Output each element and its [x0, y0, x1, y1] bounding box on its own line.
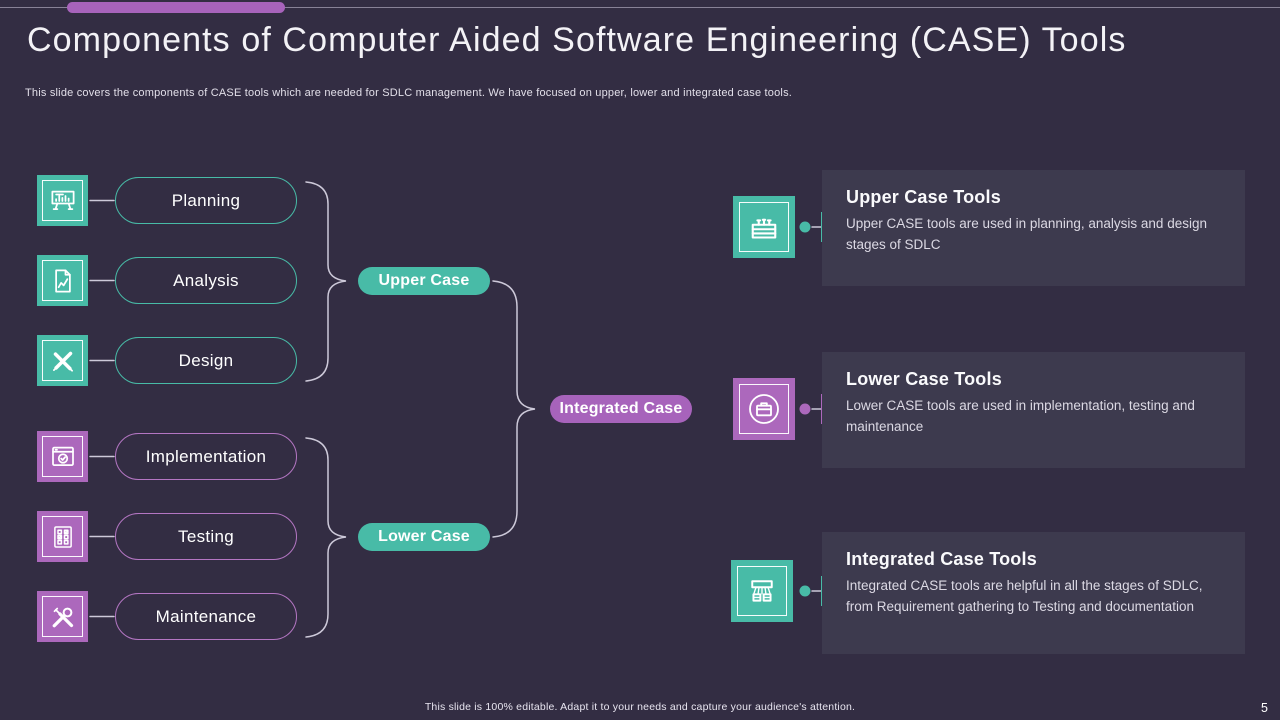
- card-integrated-case-tools: Integrated Case Tools Integrated CASE to…: [822, 532, 1245, 654]
- integration-machine-icon: [751, 580, 773, 602]
- stage-pill-design: Design: [115, 337, 297, 384]
- stage-icon-analysis: [37, 255, 88, 306]
- card-icon-upper: [733, 196, 795, 258]
- icon-frame: [739, 202, 789, 252]
- stage-icon-testing: [37, 511, 88, 562]
- stage-label: Testing: [178, 526, 234, 546]
- stage-label: Design: [178, 350, 234, 370]
- window-check-icon: [51, 446, 74, 466]
- card-title: Upper Case Tools: [846, 187, 1001, 207]
- top-divider-line: [0, 7, 1280, 8]
- stage-label: Implementation: [145, 446, 267, 466]
- document-chart-icon: [54, 269, 71, 292]
- icon-frame: [42, 340, 83, 381]
- page-title: Components of Computer Aided Software En…: [27, 21, 1127, 59]
- page-number: 5: [1261, 701, 1268, 715]
- icon-frame: [42, 516, 83, 557]
- badge-label: Integrated Case: [559, 400, 683, 417]
- badge-upper-case: Upper Case: [358, 267, 490, 295]
- icon-frame: [42, 436, 83, 477]
- stage-label: Analysis: [173, 270, 239, 290]
- card-icon-lower: [733, 378, 795, 440]
- icon-frame: [739, 384, 789, 434]
- badge-label: Lower Case: [378, 528, 470, 545]
- slide-subtitle: This slide covers the components of CASE…: [25, 87, 793, 99]
- presentation-chart-icon: [51, 190, 74, 210]
- footer-note: This slide is 100% editable. Adapt it to…: [424, 701, 856, 713]
- stage-icon-maintenance: [37, 591, 88, 642]
- card-title: Lower Case Tools: [846, 369, 1002, 389]
- card-title: Integrated Case Tools: [846, 549, 1037, 569]
- stage-icon-implementation: [37, 431, 88, 482]
- badge-lower-case: Lower Case: [358, 523, 490, 551]
- icon-frame: [42, 596, 83, 637]
- wrench-screwdriver-icon: [52, 607, 73, 627]
- badge-integrated-case: Integrated Case: [550, 395, 692, 423]
- card-lower-case-tools: Lower Case Tools Lower CASE tools are us…: [822, 352, 1245, 468]
- badge-label: Upper Case: [378, 272, 470, 289]
- pencil-ruler-icon: [52, 351, 73, 372]
- stage-icon-planning: [37, 175, 88, 226]
- card-icon-integrated: [731, 560, 793, 622]
- stage-label: Maintenance: [155, 606, 257, 626]
- briefcase-circle-icon: [749, 394, 779, 424]
- accent-bar: [67, 2, 285, 13]
- stage-pill-planning: Planning: [115, 177, 297, 224]
- card-body: Integrated CASE tools are helpful in all…: [846, 578, 1203, 614]
- stage-pill-analysis: Analysis: [115, 257, 297, 304]
- stage-icon-design: [37, 335, 88, 386]
- stage-pill-maintenance: Maintenance: [115, 593, 297, 640]
- icon-frame: [42, 180, 83, 221]
- checklist-icon: [53, 525, 72, 548]
- toolbox-icon: [751, 218, 777, 239]
- card-body: Lower CASE tools are used in implementat…: [846, 398, 1195, 434]
- card-upper-case-tools: Upper Case Tools Upper CASE tools are us…: [822, 170, 1245, 286]
- icon-frame: [42, 260, 83, 301]
- stage-pill-testing: Testing: [115, 513, 297, 560]
- icon-frame: [737, 566, 787, 616]
- stage-label: Planning: [171, 190, 241, 210]
- stage-pill-implementation: Implementation: [115, 433, 297, 480]
- card-body: Upper CASE tools are used in planning, a…: [846, 216, 1207, 252]
